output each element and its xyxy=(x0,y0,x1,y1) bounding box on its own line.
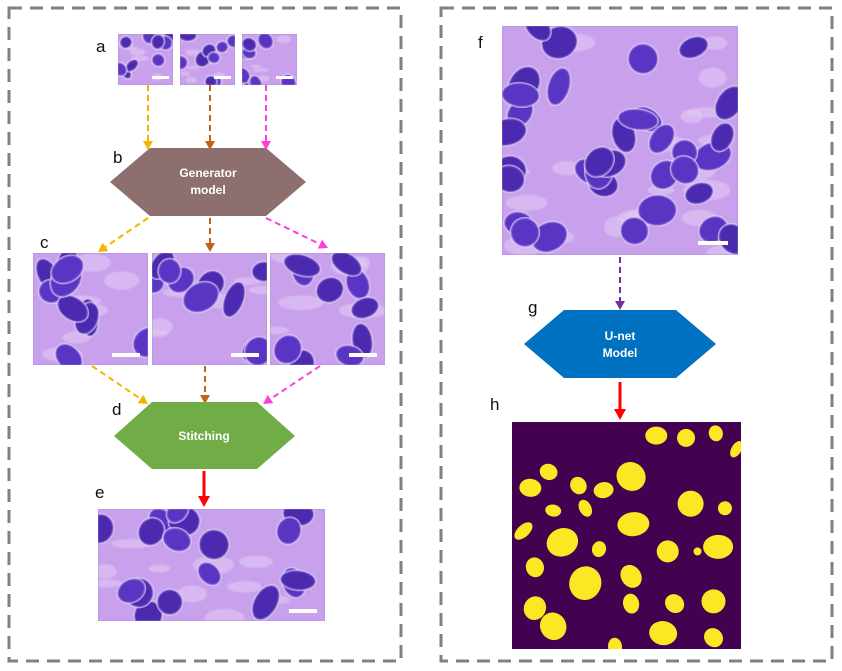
label-a: a xyxy=(96,37,106,56)
label-h: h xyxy=(490,395,499,414)
mask-blob xyxy=(569,566,602,601)
mask-blob xyxy=(622,593,640,614)
scale-bar xyxy=(349,353,377,357)
left-panel-frame xyxy=(7,6,403,663)
generated-tile-1 xyxy=(33,253,148,365)
mask-blob xyxy=(539,463,558,481)
mask-blob xyxy=(545,504,562,517)
generated-tile-2 xyxy=(152,253,267,365)
input-image-f xyxy=(502,26,738,255)
arrow-c3-d xyxy=(263,365,321,404)
label-f: f xyxy=(478,33,483,52)
scale-bar xyxy=(152,76,169,79)
scale-bar xyxy=(289,609,317,613)
scale-bar xyxy=(214,76,231,79)
mask-blob xyxy=(701,589,726,614)
arrow-b-c2 xyxy=(205,218,215,252)
mask-blob xyxy=(717,501,732,516)
stitching-label: Stitching xyxy=(178,429,229,443)
label-d: d xyxy=(112,400,121,419)
arrow-b-c1 xyxy=(98,217,149,252)
input-tile-2 xyxy=(180,34,235,85)
mask-blob xyxy=(519,478,542,497)
mask-blob xyxy=(546,528,579,557)
mask-blob xyxy=(703,534,734,559)
mask-blob xyxy=(608,637,623,649)
scale-bar xyxy=(698,241,728,245)
label-b: b xyxy=(113,148,122,167)
stitching-node: Stitching xyxy=(114,402,295,469)
mask-blob xyxy=(570,476,587,495)
mask-blob xyxy=(539,612,567,641)
generator-label-line1: Generator xyxy=(179,166,237,180)
mask-blob xyxy=(523,596,547,620)
arrow-a3-b xyxy=(261,85,271,150)
arrow-d-e xyxy=(198,471,210,507)
label-c: c xyxy=(40,233,49,252)
arrow-a1-b xyxy=(143,85,153,150)
mask-blob xyxy=(514,522,533,540)
arrow-g-h xyxy=(614,382,626,420)
scale-bar xyxy=(276,76,293,79)
arrow-f-g xyxy=(615,257,625,310)
generated-tile-3 xyxy=(270,253,385,365)
mask-blob xyxy=(593,482,614,499)
mask-blob xyxy=(693,547,702,556)
scale-bar xyxy=(112,353,140,357)
mask-blob xyxy=(645,426,668,445)
right-panel-frame xyxy=(439,6,834,663)
generator-label-line2: model xyxy=(190,183,225,197)
mask-blob xyxy=(656,540,679,563)
arrow-a2-b xyxy=(205,85,215,150)
segmentation-mask xyxy=(512,422,741,649)
mask-blob xyxy=(704,628,724,648)
mask-blob xyxy=(677,428,696,447)
input-tile-3 xyxy=(242,34,297,85)
scale-bar xyxy=(231,353,259,357)
mask-blob xyxy=(649,621,678,646)
label-e: e xyxy=(95,483,104,502)
unet-label-line2: Model xyxy=(603,346,638,360)
mask-blob xyxy=(617,512,650,537)
input-tile-1 xyxy=(118,34,173,85)
mask-blob xyxy=(616,462,646,491)
arrow-c2-d xyxy=(200,366,210,404)
mask-blob xyxy=(578,499,593,517)
mask-blob xyxy=(591,541,607,558)
mask-blob xyxy=(665,594,685,614)
arrow-c1-d xyxy=(91,365,148,404)
unet-label-line1: U-net xyxy=(605,329,636,343)
arrow-b-c3 xyxy=(265,217,328,249)
mask-blob xyxy=(677,490,704,517)
stitched-image xyxy=(98,509,325,621)
generator-node: Generator model xyxy=(110,148,306,216)
label-g: g xyxy=(528,298,537,317)
mask-blob xyxy=(620,564,642,588)
mask-blob xyxy=(708,425,723,442)
mask-blob xyxy=(525,557,544,578)
mask-blob xyxy=(730,441,741,458)
unet-node: U-net Model xyxy=(524,310,716,378)
